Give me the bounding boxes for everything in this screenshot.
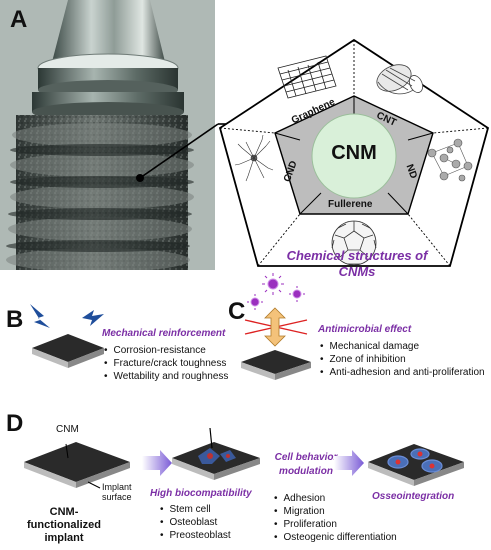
cell-behavior-item: Proliferation	[274, 518, 397, 531]
double-arrow-icon	[264, 307, 286, 347]
osseointegration-title: Osseointegration	[372, 491, 455, 502]
panel-b-letter: B	[6, 306, 24, 333]
panel-c-item: Zone of inhibition	[320, 353, 485, 366]
pentagon-graphic	[218, 38, 490, 267]
panel-c-item: Mechanical damage	[320, 340, 485, 353]
cnm-implant-sample	[24, 442, 130, 489]
nanotube-structure-icon	[376, 64, 424, 95]
reinforced-implant-sample	[30, 304, 104, 368]
implant-caption-line1: CNM-	[49, 506, 79, 518]
implant-caption-line2: functionalized	[27, 519, 101, 531]
fullerene-structure-icon	[331, 220, 377, 266]
cell-behavior-item: Migration	[274, 505, 397, 518]
osseointegrated-sample	[368, 444, 464, 486]
carbon-nanodot-structure-icon	[234, 134, 274, 182]
bacteria-icon	[250, 278, 302, 307]
lightning-bolt-icon	[82, 310, 104, 326]
implant-photo: A	[0, 0, 215, 272]
panel-c-item: Anti-adhesion and anti-proliferation	[320, 366, 485, 379]
flow-arrow-icon	[334, 450, 364, 476]
panel-c-list: Mechanical damage Zone of inhibition Ant…	[320, 340, 485, 379]
cell-behavior-item: Adhesion	[274, 492, 397, 505]
implant-illustration	[0, 0, 215, 272]
cell-behavior-item: Osteogenic differentiation	[274, 531, 397, 544]
panel-d-letter: D	[6, 410, 24, 437]
panel-b-item: Corrosion-resistance	[104, 344, 228, 357]
cell-behavior-title-line2: modulation	[279, 466, 333, 477]
segment-fullerene-label: Fullerene	[328, 199, 373, 210]
panel-b-item: Wettability and roughness	[104, 370, 229, 383]
cell-icon	[198, 448, 236, 464]
pentagon-caption-line2: CNMs	[338, 264, 376, 279]
implant-surface-label-line1: Implant	[102, 482, 132, 492]
nanodiamond-structure-icon	[427, 138, 473, 182]
high-bio-item: Osteoblast	[160, 516, 231, 529]
pentagon-caption-line1: Chemical structures of	[286, 248, 428, 263]
cell-behavior-title-line1: Cell behavior	[274, 452, 338, 463]
lightning-bolt-icon	[30, 304, 50, 328]
panel-c-letter: C	[228, 298, 246, 325]
graphene-structure-icon	[277, 55, 337, 99]
panel-a-letter: A	[10, 6, 28, 33]
flow-arrow-icon	[142, 450, 172, 476]
implant-caption-line3: implant	[44, 532, 84, 544]
cnm-pointer-label: CNM	[56, 424, 79, 435]
antimicrobial-sample	[241, 273, 311, 380]
panel-c-title: Antimicrobial effect	[318, 324, 412, 335]
implant-surface-label-line2: surface	[102, 492, 132, 502]
panel-b-title: Mechanical reinforcement	[102, 328, 226, 339]
high-bio-list: Stem cell Osteoblast Preosteoblast	[160, 503, 231, 542]
high-bio-title: High biocompatibility	[150, 488, 252, 499]
panel-b-item: Fracture/crack toughness	[104, 357, 228, 370]
callout-line	[140, 123, 228, 179]
panel-b-list: Corrosion-resistance Fracture/crack toug…	[104, 344, 229, 383]
high-bio-item: Preosteoblast	[160, 529, 231, 542]
cnm-center-label: CNM	[331, 142, 377, 164]
high-bio-item: Stem cell	[160, 503, 231, 516]
cell-seeded-sample	[172, 427, 260, 480]
cnm-pentagon: CNM Graphene CNT ND Fullerene CND	[218, 38, 490, 270]
cell-behavior-list: Adhesion Migration Proliferation Osteoge…	[274, 492, 397, 544]
